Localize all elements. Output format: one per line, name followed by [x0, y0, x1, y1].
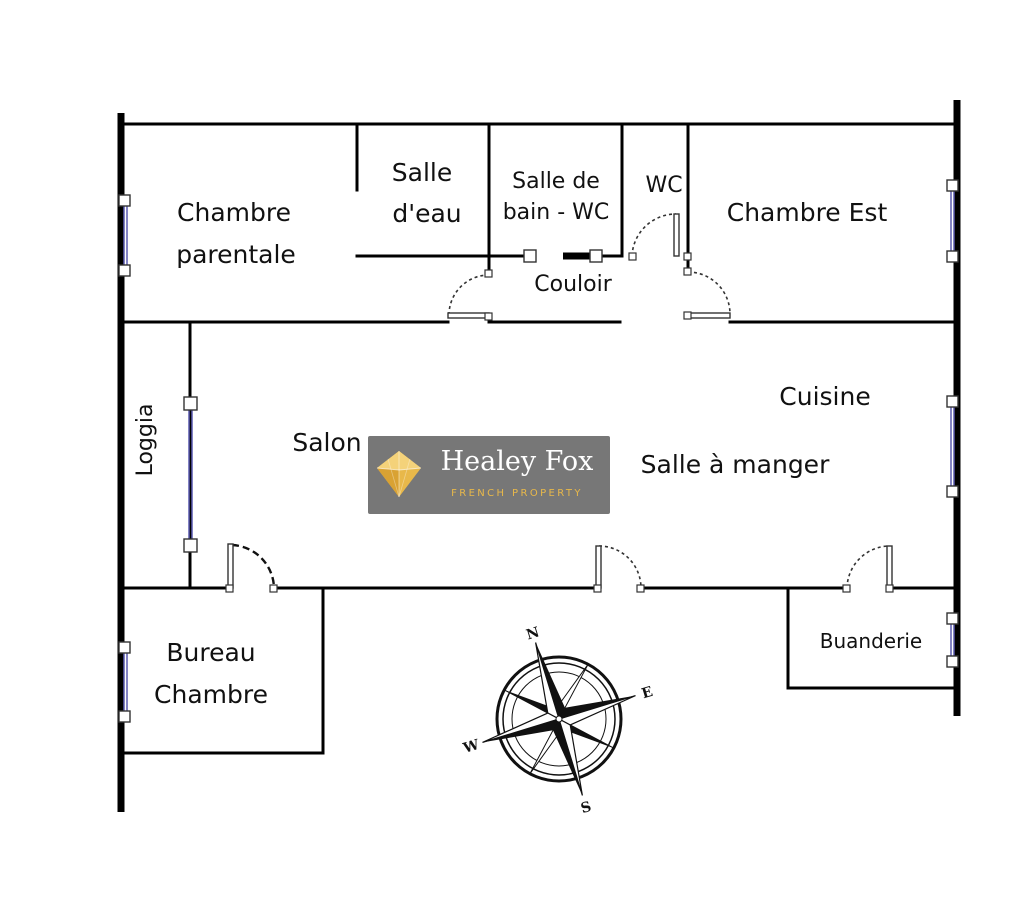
compass-rose: N E S W: [460, 624, 655, 817]
label-salle-deau-2: d'eau: [392, 199, 461, 228]
label-salle-a-manger: Salle à manger: [641, 450, 830, 479]
compass-west: W: [460, 737, 481, 757]
windows: [118, 179, 959, 723]
window-chambre-parentale: [118, 194, 131, 277]
logo-brand: Healey Fox: [440, 446, 594, 477]
window-bureau: [118, 641, 131, 723]
label-cuisine: Cuisine: [779, 382, 870, 411]
label-salle-deau-1: Salle: [392, 158, 452, 187]
label-chambre-parentale-1: Chambre: [177, 198, 291, 227]
door-entrance: [593, 545, 645, 593]
walls: [117, 100, 961, 812]
label-loggia: Loggia: [133, 404, 158, 477]
compass-cardinal-points: [482, 642, 636, 796]
door-chambre-parentale: [447, 269, 493, 321]
gem-logo-icon: [376, 451, 422, 498]
door-buanderie: [842, 545, 894, 593]
label-salle-de-bain-2: bain - WC: [503, 200, 610, 225]
logo-tagline: FRENCH PROPERTY: [451, 488, 583, 499]
label-salle-de-bain-1: Salle de: [512, 169, 600, 194]
door-chambre-est: [683, 267, 731, 320]
door-wc: [628, 213, 692, 261]
window-buanderie: [946, 612, 959, 668]
label-bureau-chambre-2: Chambre: [154, 680, 268, 709]
label-wc: WC: [645, 173, 682, 198]
label-bureau-chambre-1: Bureau: [166, 638, 255, 667]
label-buanderie: Buanderie: [820, 629, 922, 653]
compass-south: S: [579, 799, 593, 817]
healey-fox-logo: Healey Fox FRENCH PROPERTY: [368, 436, 610, 514]
window-cuisine: [946, 395, 959, 498]
window-salle-de-bain: [523, 249, 603, 263]
window-chambre-est: [946, 179, 959, 263]
compass-north: N: [525, 624, 542, 643]
label-chambre-parentale-2: parentale: [176, 240, 296, 269]
room-labels: Chambre parentale Salle d'eau Salle de b…: [133, 158, 922, 709]
label-salon: Salon: [292, 428, 361, 457]
doors: [225, 213, 894, 593]
door-bureau: [225, 543, 278, 593]
label-couloir: Couloir: [534, 272, 612, 297]
label-chambre-est: Chambre Est: [727, 198, 888, 227]
compass-east: E: [640, 684, 655, 702]
window-loggia: [183, 396, 198, 553]
